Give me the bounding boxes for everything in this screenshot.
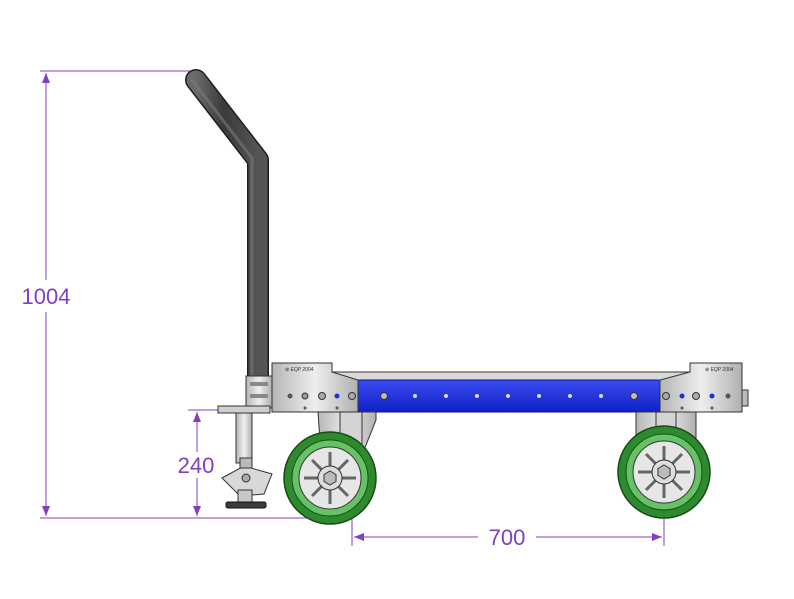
frame-label-left: ⊕ EQP 2004 [285, 367, 314, 373]
platform-height-label: 240 [178, 453, 215, 478]
cart-frame: ⊕ EQP 2004 ⊕ EQP 2004 [271, 362, 749, 413]
dimension-wheelbase: 700 [351, 452, 665, 550]
wheelbase-label: 700 [489, 525, 526, 550]
total-height-label: 1004 [22, 284, 71, 309]
floor-brake [217, 405, 273, 509]
frame-holes-right [662, 392, 731, 410]
wheel-left [283, 411, 377, 525]
frame-holes-left [287, 392, 356, 410]
wheel-right [617, 411, 711, 519]
dimension-platform-height: 240 [178, 409, 228, 516]
frame-holes-blue [380, 392, 638, 400]
dimension-total-height: 1004 [22, 70, 330, 519]
frame-label-right: ⊕ EQP 2004 [705, 367, 734, 373]
push-handle [185, 69, 273, 409]
